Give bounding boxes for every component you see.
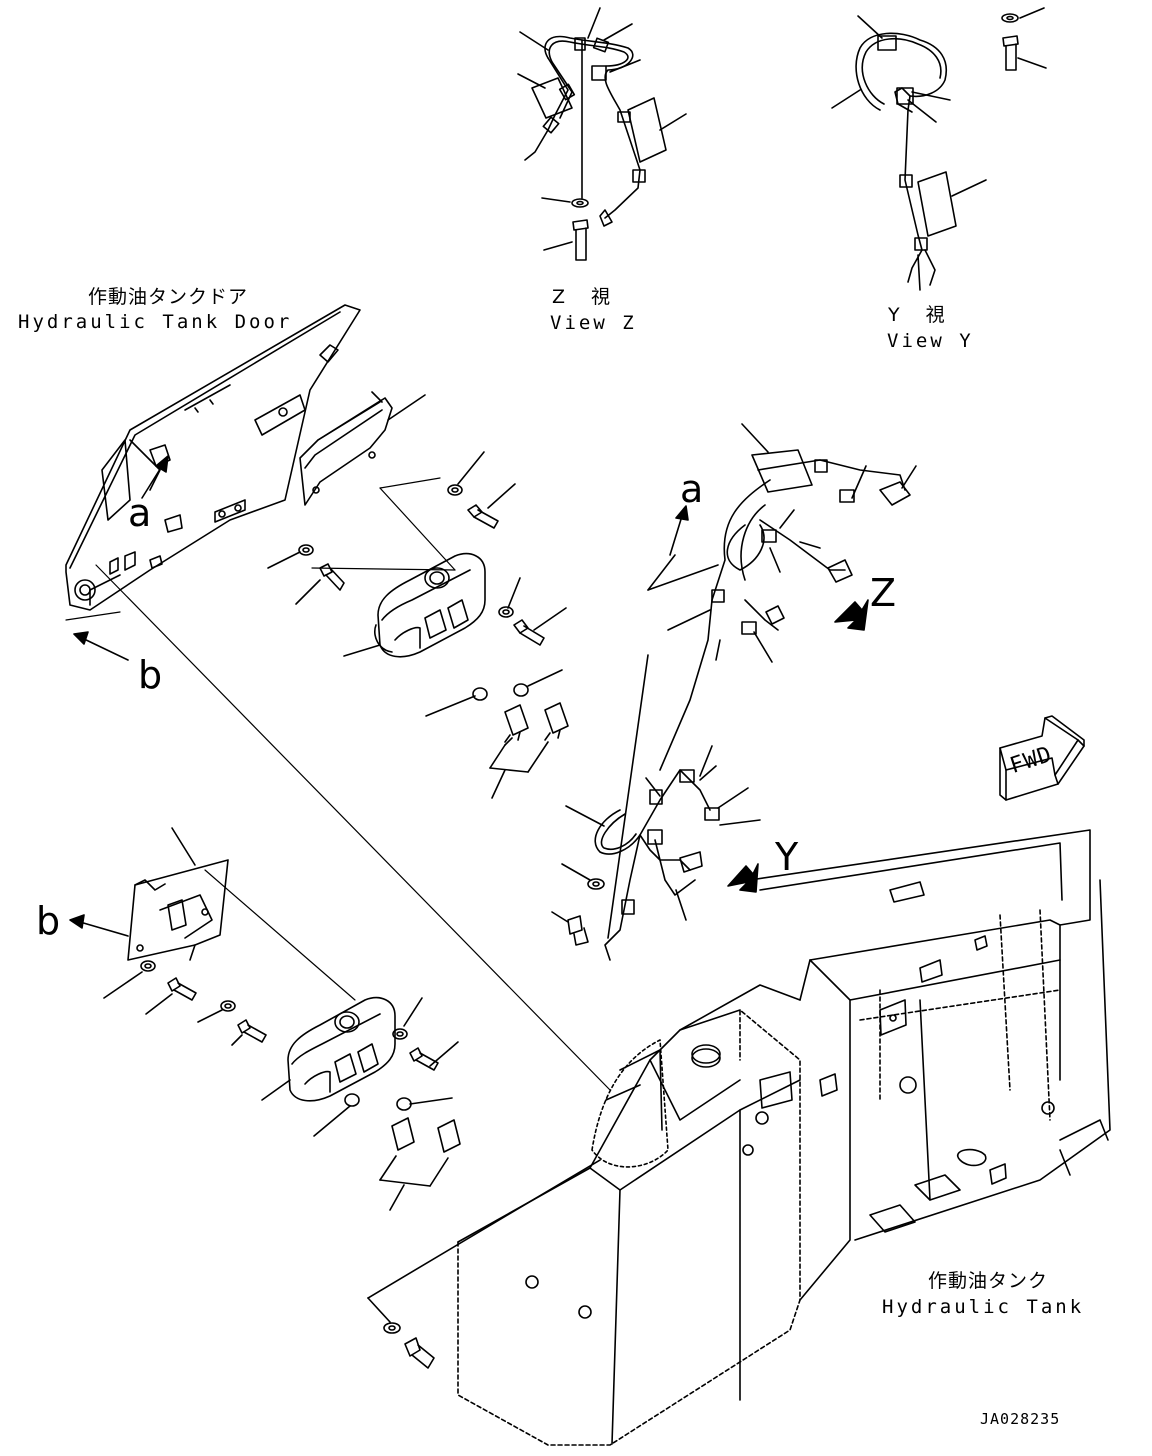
view-y-label-ja: Y 視	[888, 304, 946, 326]
tank-door	[65, 304, 361, 611]
connection-lines	[65, 477, 611, 1091]
hydraulic-tank	[457, 829, 1111, 1446]
view-z-label-ja: Z 視	[552, 286, 612, 308]
tank-door-label-ja: 作動油タンクドア	[88, 286, 249, 308]
drawing-number: JA028235	[980, 1410, 1061, 1428]
ref-label-a-harness: a	[680, 467, 704, 511]
view-y-label-en: View Y	[887, 330, 974, 352]
tank-label-ja: 作動油タンク	[928, 1270, 1049, 1292]
view-arrow-y-label: Y	[775, 835, 799, 879]
fwd-badge	[999, 715, 1085, 801]
view-arrow-z-label: Z	[870, 571, 897, 615]
main-harness	[647, 423, 917, 771]
lower-harness	[551, 654, 761, 961]
ref-label-b-bracket: b	[36, 899, 61, 943]
upper-lamp-unit	[374, 552, 486, 658]
view-z-label-en: View Z	[550, 312, 637, 334]
lamp-leaders	[103, 394, 567, 1211]
lower-lamp-unit	[287, 996, 396, 1102]
ref-label-a-door: a	[128, 491, 152, 535]
tank-label-en: Hydraulic Tank	[882, 1296, 1085, 1318]
ref-label-b-door: b	[138, 653, 163, 697]
view-y-harness	[831, 7, 1047, 291]
reference-arrows	[69, 455, 869, 937]
lower-bracket	[127, 859, 229, 961]
door-bracket	[299, 391, 393, 506]
tank-door-label-en: Hydraulic Tank Door	[18, 311, 293, 333]
fasteners-lower	[140, 960, 461, 1187]
view-z-harness	[517, 7, 687, 261]
fasteners-upper	[298, 484, 569, 773]
tank-fasteners	[367, 1159, 601, 1369]
